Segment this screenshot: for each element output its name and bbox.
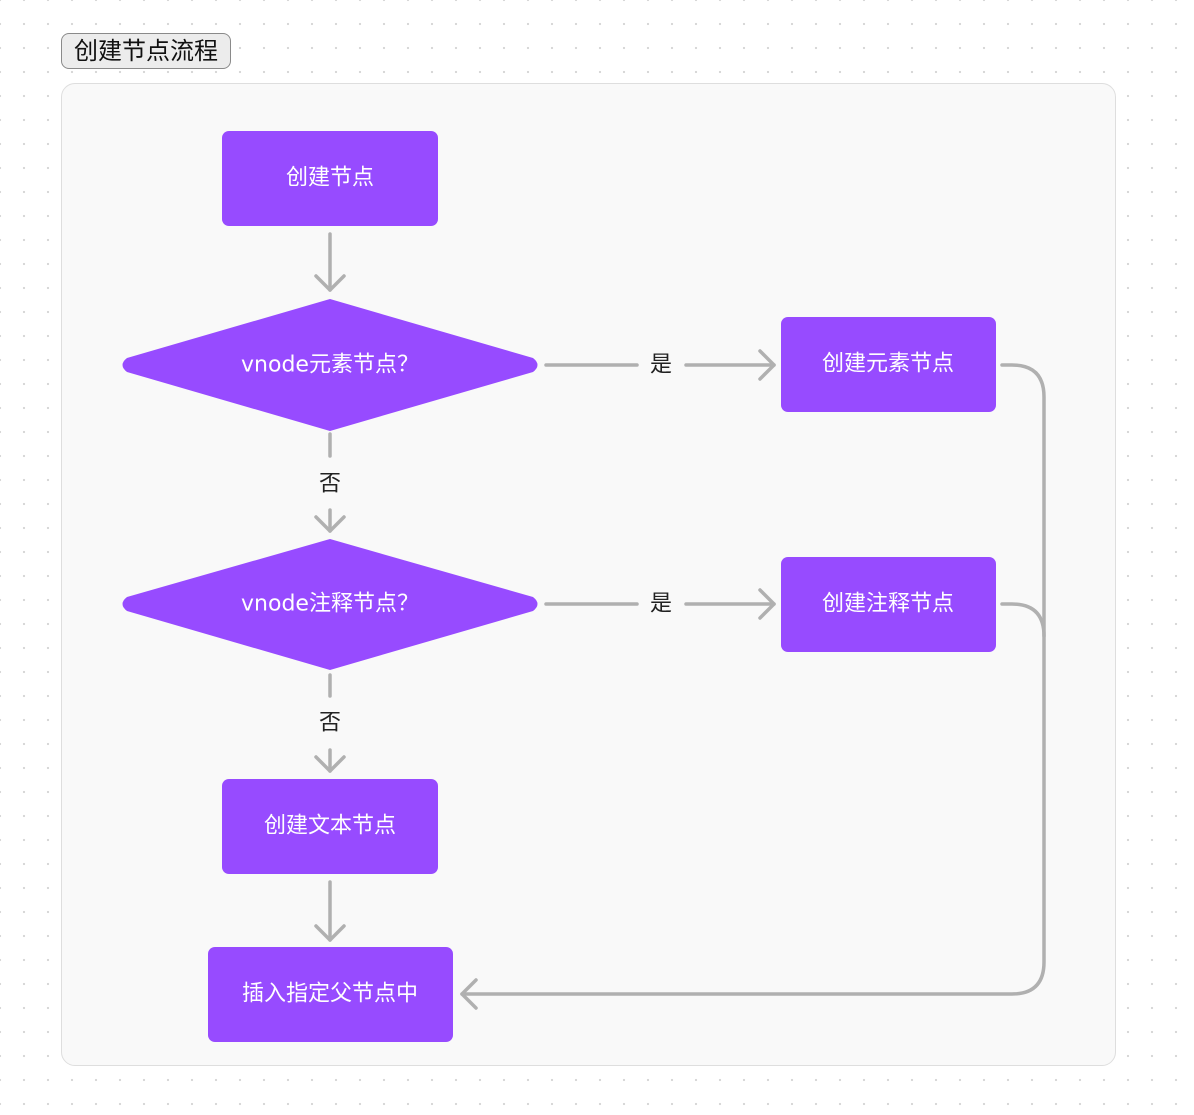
node-create-comment[interactable]: 创建注释节点	[781, 557, 996, 652]
edge-q-comment-yes	[544, 588, 776, 620]
node-start[interactable]: 创建节点	[222, 131, 438, 226]
edges	[314, 232, 1046, 1010]
edge-start-to-q-element	[314, 232, 346, 292]
edge-label-no-2: 否	[319, 711, 341, 736]
node-start-label: 创建节点	[286, 166, 374, 191]
node-q-comment-label: vnode注释节点？	[241, 592, 419, 617]
node-q-element-label: vnode元素节点？	[241, 353, 419, 378]
edge-q-element-no	[314, 432, 346, 533]
edge-label-no-1: 否	[319, 472, 341, 497]
node-insert[interactable]: 插入指定父节点中	[208, 947, 453, 1042]
node-create-text[interactable]: 创建文本节点	[222, 779, 438, 874]
node-create-comment-label: 创建注释节点	[822, 592, 954, 617]
edge-q-comment-no	[314, 673, 346, 773]
node-q-element[interactable]: vnode元素节点？	[122, 299, 538, 431]
edge-label-yes-1: 是	[650, 353, 672, 378]
node-insert-label: 插入指定父节点中	[242, 982, 418, 1007]
node-create-text-label: 创建文本节点	[264, 814, 396, 839]
edge-label-yes-2: 是	[650, 592, 672, 617]
node-create-element[interactable]: 创建元素节点	[781, 317, 996, 412]
diagram-title: 创建节点流程	[61, 33, 231, 69]
edge-comment-to-insert	[1000, 602, 1046, 638]
node-q-comment[interactable]: vnode注释节点？	[122, 539, 538, 670]
edge-q-element-yes	[544, 349, 776, 381]
edge-text-to-insert	[314, 880, 346, 942]
edge-element-to-insert	[460, 363, 1046, 1010]
node-create-element-label: 创建元素节点	[822, 352, 954, 377]
